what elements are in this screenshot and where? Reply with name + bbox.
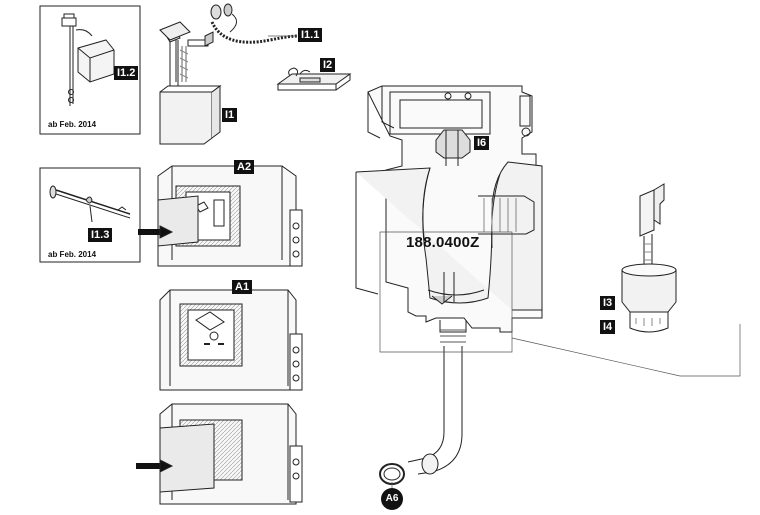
label-i1-3: I1.3: [88, 228, 113, 242]
flush-pipe: [379, 320, 467, 485]
note-box1: ab Feb. 2014: [48, 120, 97, 129]
label-i2: I2: [320, 58, 336, 72]
cover-plate: [136, 403, 303, 505]
article-number: 188.0400Z: [406, 234, 480, 251]
label-i6: I6: [474, 136, 490, 150]
label-a6: A6: [381, 488, 403, 510]
panel-a2: [138, 165, 303, 267]
label-i1-2: I1.2: [114, 66, 139, 80]
label-i3: I3: [600, 296, 616, 310]
label-a1: A1: [232, 280, 253, 294]
fill-valve: [159, 21, 222, 145]
label-i1: I1: [222, 108, 238, 122]
label-i1-1: I1.1: [298, 28, 323, 42]
leader-lines: [268, 35, 741, 488]
label-i4: I4: [600, 320, 616, 334]
label-a2: A2: [234, 160, 255, 174]
flexible-hose: [210, 3, 299, 44]
panel-a1: [159, 289, 303, 391]
flush-valve: [621, 183, 677, 333]
note-box2: ab Feb. 2014: [48, 250, 97, 259]
concealed-cistern: [355, 85, 543, 333]
mounting-bracket: [276, 67, 352, 91]
inset-box-screw: [39, 167, 141, 263]
